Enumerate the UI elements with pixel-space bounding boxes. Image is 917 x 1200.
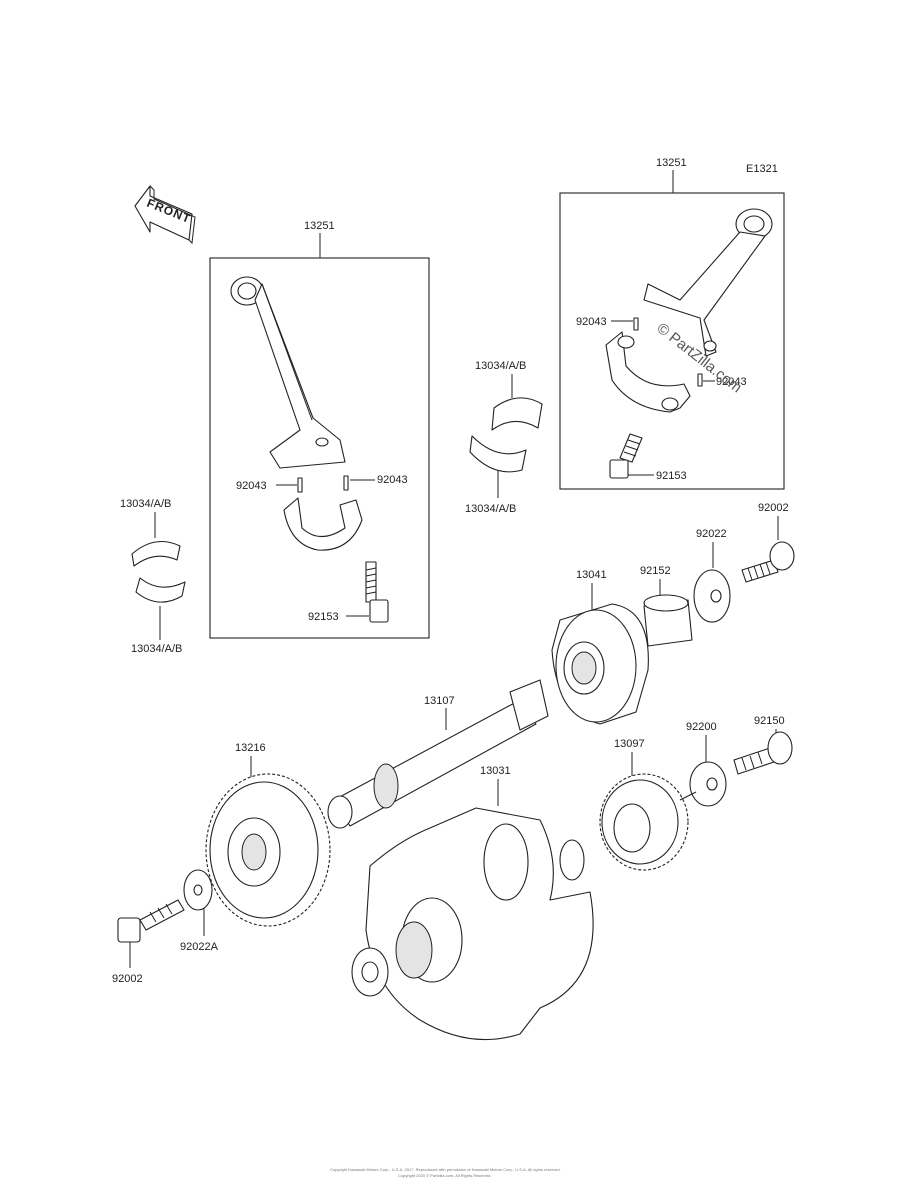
callout-92152: 92152 xyxy=(640,565,671,577)
footer-line-1: Copyright Kawasaki Motors Corp., U.S.A. … xyxy=(330,1167,561,1172)
callout-13107: 13107 xyxy=(424,695,455,707)
callout-13034-left-top: 13034/A/B xyxy=(120,498,171,510)
callout-92043-right-b: 92043 xyxy=(716,376,747,388)
callout-92153-left: 92153 xyxy=(308,611,339,623)
dowel-pin-right-b xyxy=(697,373,703,387)
callout-13034-mid-top: 13034/A/B xyxy=(475,360,526,372)
callout-13034-mid-bottom: 13034/A/B xyxy=(465,503,516,515)
connecting-rod-box-left: 13251 92043 92043 92153 xyxy=(209,220,430,639)
callout-92043-left-b: 92043 xyxy=(377,474,408,486)
callout-92022-top: 92022 xyxy=(696,528,727,540)
rod-cap-left xyxy=(283,497,363,551)
callout-13034-left-bottom: 13034/A/B xyxy=(131,643,182,655)
connecting-rod-left xyxy=(230,276,346,469)
washer-left xyxy=(183,869,213,911)
callout-92153-right: 92153 xyxy=(656,470,687,482)
flange-bolt-right-mid xyxy=(733,731,793,775)
starter-clutch xyxy=(551,603,649,725)
footer-line-2: Copyright 2020 © Partzilla.com, All Righ… xyxy=(398,1173,491,1178)
collar xyxy=(643,594,693,647)
bearing-shells-middle: 13034/A/B 13034/A/B xyxy=(465,360,543,515)
rod-cap-right xyxy=(605,331,691,413)
callout-92002-top: 92002 xyxy=(758,502,789,514)
crank-gear-group: 13097 92200 92150 xyxy=(599,715,793,871)
callout-13097: 13097 xyxy=(614,738,645,750)
washer-top xyxy=(693,569,731,623)
crank-gear xyxy=(599,773,689,871)
rod-bolt-right xyxy=(609,433,643,479)
callout-92002-bottom: 92002 xyxy=(112,973,143,985)
bearing-shells-left: 13034/A/B 13034/A/B xyxy=(120,498,186,655)
callout-13041: 13041 xyxy=(576,569,607,581)
callout-13251-left: 13251 xyxy=(304,220,335,232)
callout-13251-right: 13251 xyxy=(656,157,687,169)
dowel-pin-right-a xyxy=(633,317,639,331)
connecting-rod-right xyxy=(643,208,773,357)
rod-bolt-left xyxy=(365,561,389,623)
connecting-rod-box-right: 13251 92043 92043 92153 © PartZilla.com xyxy=(559,157,785,490)
callout-92200: 92200 xyxy=(686,721,717,733)
balancer-shaft: 13107 xyxy=(327,679,549,829)
dowel-pin-left-b xyxy=(343,475,349,491)
front-arrow-icon: FRONT xyxy=(134,185,196,245)
diagram-code: E1321 xyxy=(746,163,778,175)
callout-13031: 13031 xyxy=(480,765,511,777)
left-fasteners: 92022A 92002 xyxy=(112,869,219,985)
callout-13216: 13216 xyxy=(235,742,266,754)
crankshaft: 13031 xyxy=(351,765,594,1041)
callout-92150: 92150 xyxy=(754,715,785,727)
callout-92022A: 92022A xyxy=(180,941,219,953)
callout-92043-left-a: 92043 xyxy=(236,480,267,492)
washer-right-mid xyxy=(689,761,727,807)
flange-bolt-left xyxy=(117,899,185,943)
dowel-pin-left-a xyxy=(297,477,303,493)
balancer-gear: 13216 xyxy=(205,742,331,927)
starter-clutch-group: 92002 92022 92152 13041 xyxy=(551,502,795,725)
flange-bolt-top xyxy=(741,541,795,583)
callout-92043-right-a: 92043 xyxy=(576,316,607,328)
